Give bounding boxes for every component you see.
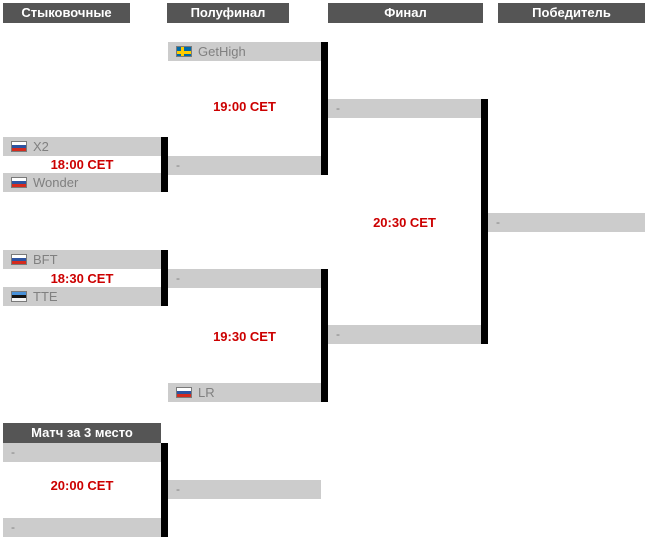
russia-flag-icon [11,141,27,152]
empty-slot-final-bottom: - [328,325,481,344]
match-time-qualifier-2: 18:30 CET [50,271,114,286]
header-final: Финал [328,3,483,23]
connector-bar-third-place [161,443,168,537]
empty-slot-third-place-result: - [168,480,321,499]
team-slot-lr[interactable]: LR [168,383,321,402]
match-time-semifinal-1: 19:00 CET [213,99,276,114]
team-name: X2 [33,139,49,154]
connector-bar-qualifier-1 [161,137,168,192]
match-time-third-place: 20:00 CET [50,478,114,493]
team-name: LR [198,385,215,400]
team-name: Wonder [33,175,79,190]
team-name: GetHigh [198,44,246,59]
team-slot-x2[interactable]: X2 [3,137,161,156]
team-name: TTE [33,289,58,304]
empty-slot-winner: - [488,213,645,232]
connector-bar-semifinal-1 [321,42,328,175]
header-third-place: Матч за 3 место [3,423,161,443]
sweden-flag-icon [176,46,192,57]
header-semifinal: Полуфинал [167,3,289,23]
connector-bar-final [481,99,488,344]
empty-slot-third-place-top: - [3,443,161,462]
team-slot-bft[interactable]: BFT [3,250,161,269]
match-time-qualifier-1: 18:00 CET [50,157,114,172]
connector-bar-qualifier-2 [161,250,168,306]
match-time-semifinal-2: 19:30 CET [213,329,276,344]
team-slot-wonder[interactable]: Wonder [3,173,161,192]
team-slot-gethigh[interactable]: GetHigh [168,42,321,61]
team-slot-tte[interactable]: TTE [3,287,161,306]
empty-slot-third-place-bottom: - [3,518,161,537]
header-winner: Победитель [498,3,645,23]
russia-flag-icon [11,177,27,188]
header-qualifiers: Стыковочные [3,3,130,23]
team-name: BFT [33,252,58,267]
russia-flag-icon [176,387,192,398]
empty-slot-semifinal-1: - [168,156,321,175]
connector-bar-semifinal-2 [321,269,328,402]
empty-slot-final-top: - [328,99,481,118]
estonia-flag-icon [11,291,27,302]
match-time-final: 20:30 CET [373,215,436,230]
russia-flag-icon [11,254,27,265]
empty-slot-semifinal-2: - [168,269,321,288]
